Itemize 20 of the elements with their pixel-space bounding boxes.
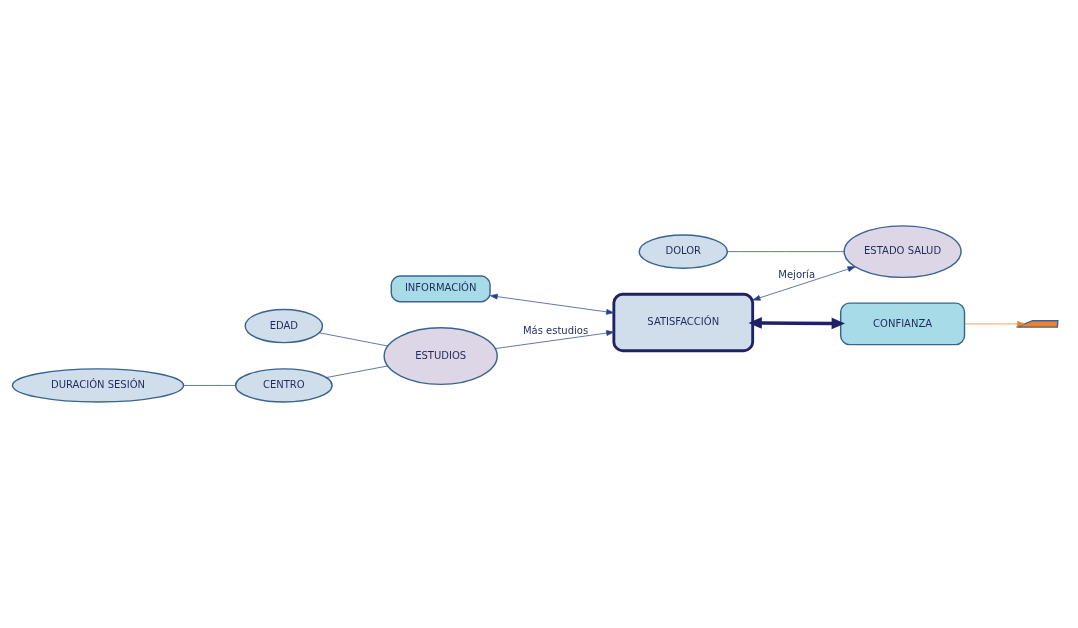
arrow — [489, 293, 615, 315]
arrow — [964, 321, 1025, 327]
node-ellipse: ESTUDIOS — [383, 327, 498, 386]
arrow — [752, 266, 856, 301]
connector — [726, 251, 845, 252]
node-box: CONFIANZA — [840, 302, 966, 346]
node-ellipse: EDAD — [244, 308, 324, 344]
arrow — [748, 317, 846, 330]
connector — [326, 365, 388, 378]
arrow — [494, 330, 615, 349]
connector — [183, 385, 236, 386]
node-ellipse: DURACIÓN SESIÓN — [11, 368, 185, 403]
node-ellipse: CENTRO — [234, 368, 333, 403]
node-ellipse: ESTADO SALUD — [843, 225, 962, 279]
connector — [318, 332, 389, 347]
node-box: SATISFACCIÓN — [612, 292, 755, 353]
node-box: INFORMACIÓN — [390, 275, 491, 303]
edge-label: Mejoría — [778, 269, 816, 281]
node-ellipse: DOLOR — [638, 234, 728, 269]
edge-label: Más estudios — [522, 325, 589, 337]
